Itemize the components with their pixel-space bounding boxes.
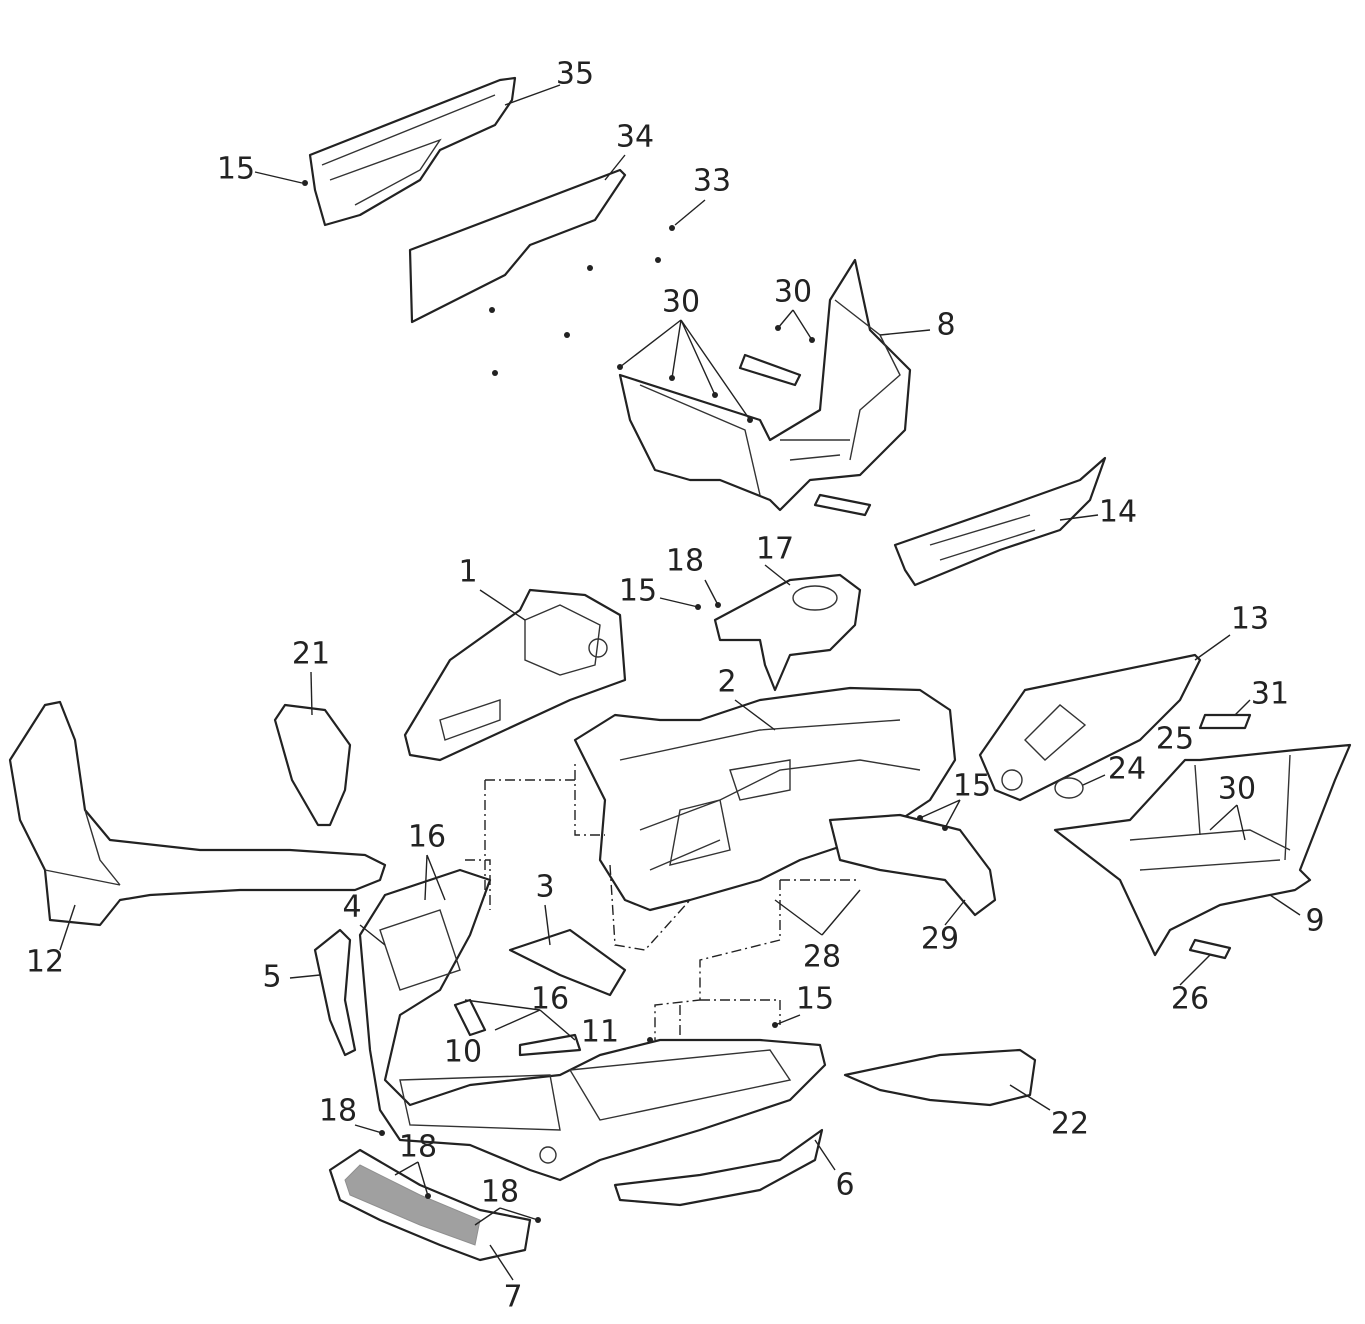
callout-18: 18 — [319, 1094, 357, 1129]
callout-21: 21 — [292, 637, 330, 672]
callout-18: 18 — [666, 544, 704, 579]
callout-6: 6 — [835, 1168, 854, 1203]
callout-17: 17 — [756, 532, 794, 567]
callout-34: 34 — [616, 120, 654, 155]
callout-26: 26 — [1171, 982, 1209, 1017]
callout-8: 8 — [936, 308, 955, 343]
callout-18: 18 — [481, 1175, 519, 1210]
callout-30: 30 — [662, 285, 700, 320]
part-5-trim — [313, 928, 357, 1057]
callout-15: 15 — [217, 152, 255, 187]
part-21-headlight — [273, 703, 352, 827]
part-7-grille — [328, 1148, 532, 1262]
part-4-front-bumper — [358, 868, 827, 1182]
callout-29: 29 — [921, 922, 959, 957]
callout-14: 14 — [1099, 495, 1137, 530]
callout-24: 24 — [1108, 752, 1146, 787]
callout-16: 16 — [531, 982, 569, 1017]
part-24-grommet — [1054, 777, 1084, 799]
part-8-rear-fender — [618, 258, 912, 517]
callout-31: 31 — [1251, 677, 1289, 712]
part-13-side-panel — [978, 653, 1202, 802]
part-26-plate — [1188, 938, 1232, 960]
part-14-footrest — [893, 456, 1107, 587]
callout-15: 15 — [619, 574, 657, 609]
callout-13: 13 — [1231, 602, 1269, 637]
callout-11: 11 — [581, 1015, 619, 1050]
callout-10: 10 — [444, 1035, 482, 1070]
callout-7: 7 — [503, 1280, 522, 1315]
part-10-clip — [453, 998, 487, 1037]
part-31-bracket — [1198, 713, 1252, 730]
part-1-front-cover — [403, 588, 627, 762]
part-2-front-fender — [573, 686, 997, 917]
leader-lines — [59, 84, 1301, 1281]
part-34-panel — [408, 168, 627, 324]
callout-18: 18 — [399, 1130, 437, 1165]
part-11-clip — [518, 1033, 582, 1057]
part-3-bracket — [508, 928, 627, 997]
callout-12: 12 — [26, 945, 64, 980]
callout-16: 16 — [408, 820, 446, 855]
callout-3: 3 — [535, 870, 554, 905]
part-12-seat — [8, 700, 387, 927]
part-9-footrest-right — [1053, 743, 1352, 957]
callout-25: 25 — [1156, 722, 1194, 757]
callout-4: 4 — [342, 890, 361, 925]
part-35-side-panel — [308, 76, 517, 227]
callout-33: 33 — [693, 164, 731, 199]
callout-15: 15 — [953, 769, 991, 804]
callout-9: 9 — [1305, 904, 1324, 939]
callout-22: 22 — [1051, 1107, 1089, 1142]
part-22-side-cover — [843, 1048, 1037, 1107]
callout-35: 35 — [556, 57, 594, 92]
callout-5: 5 — [262, 960, 281, 995]
callout-28: 28 — [803, 940, 841, 975]
callout-labels: 35 34 33 15 30 30 8 14 18 17 15 1 13 31 … — [26, 57, 1325, 1315]
part-17-center-cover — [713, 573, 862, 692]
callout-30: 30 — [774, 275, 812, 310]
callout-30: 30 — [1218, 772, 1256, 807]
callout-15: 15 — [796, 982, 834, 1017]
callout-1: 1 — [458, 555, 477, 590]
callout-2: 2 — [717, 665, 736, 700]
